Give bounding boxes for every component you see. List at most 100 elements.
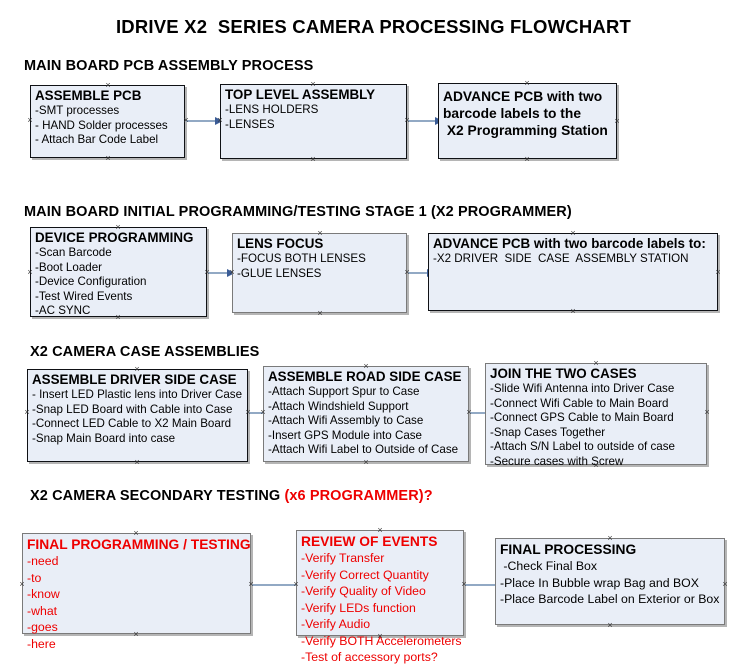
handle-marker[interactable] xyxy=(247,580,256,589)
handle-marker[interactable] xyxy=(316,309,325,318)
node-line: -Verify Correct Quantity xyxy=(301,567,429,582)
node-advance-pcb-programming-station[interactable]: ADVANCE PCB with two barcode labels to t… xyxy=(438,83,617,159)
node-final-processing[interactable]: FINAL PROCESSING -Check Final Box -Place… xyxy=(495,538,725,625)
handle-marker[interactable] xyxy=(376,632,385,641)
handle-marker[interactable] xyxy=(714,268,723,277)
node-line: barcode labels to the xyxy=(443,106,582,121)
node-line: X2 Programming Station xyxy=(443,123,608,138)
handle-marker[interactable] xyxy=(309,155,318,164)
node-title: ASSEMBLE DRIVER SIDE CASE xyxy=(32,372,237,387)
node-line: -Check Final Box xyxy=(500,559,598,573)
handle-marker[interactable] xyxy=(569,307,578,316)
handle-marker[interactable] xyxy=(523,79,532,88)
node-line: -X2 DRIVER SIDE CASE ASSEMBLY STATION xyxy=(433,252,689,265)
handle-marker[interactable] xyxy=(132,630,141,639)
node-title: ADVANCE PCB with two xyxy=(443,89,603,104)
handle-marker[interactable] xyxy=(26,268,35,277)
handle-marker[interactable] xyxy=(613,117,622,126)
node-line: -Attach Wifi Label to Outside of Case xyxy=(268,443,459,457)
handle-marker[interactable] xyxy=(376,526,385,535)
handle-marker[interactable] xyxy=(362,362,371,371)
node-line: -Test Wired Events xyxy=(35,289,133,303)
handle-marker[interactable] xyxy=(403,116,412,125)
node-line: -AC SYNC xyxy=(35,304,91,318)
node-line: -Attach Windshield Support xyxy=(268,399,409,413)
node-title: ADVANCE PCB with two barcode labels to: xyxy=(433,236,706,251)
handle-marker[interactable] xyxy=(182,116,191,125)
handle-marker[interactable] xyxy=(203,268,212,277)
node-title: REVIEW OF EVENTS xyxy=(301,534,438,549)
node-line: -Verify LEDs function xyxy=(301,600,416,615)
node-assemble-pcb[interactable]: ASSEMBLE PCB -SMT processes - HAND Solde… xyxy=(30,85,185,158)
handle-marker[interactable] xyxy=(104,154,113,163)
node-device-programming[interactable]: DEVICE PROGRAMMING -Scan Barcode -Boot L… xyxy=(30,227,207,317)
connector-arrow xyxy=(408,117,443,125)
node-line: -here xyxy=(27,636,56,651)
node-title: TOP LEVEL ASSEMBLY xyxy=(225,87,376,102)
node-line: -Attach Wifi Assembly to Case xyxy=(268,414,424,428)
handle-marker[interactable] xyxy=(592,461,601,470)
handle-marker[interactable] xyxy=(403,268,412,277)
handle-marker[interactable] xyxy=(721,580,730,589)
node-title: FINAL PROCESSING xyxy=(500,542,637,557)
handle-marker[interactable] xyxy=(216,116,225,125)
node-assemble-driver-side-case[interactable]: ASSEMBLE DRIVER SIDE CASE - Insert LED P… xyxy=(27,369,248,462)
handle-marker[interactable] xyxy=(460,580,469,589)
node-line: -Scan Barcode xyxy=(35,246,112,259)
handle-marker[interactable] xyxy=(26,116,35,125)
handle-marker[interactable] xyxy=(228,268,237,277)
handle-marker[interactable] xyxy=(114,313,123,322)
page-title: IDRIVE X2 SERIES CAMERA PROCESSING FLOWC… xyxy=(115,16,632,37)
node-title: ASSEMBLE ROAD SIDE CASE xyxy=(268,369,462,384)
handle-marker[interactable] xyxy=(465,408,474,417)
handle-marker[interactable] xyxy=(114,223,123,232)
handle-marker[interactable] xyxy=(259,408,268,417)
section-heading-4: X2 CAMERA SECONDARY TESTING (x6 PROGRAMM… xyxy=(30,488,433,504)
node-title: FINAL PROGRAMMING / TESTING xyxy=(27,537,251,552)
handle-marker[interactable] xyxy=(244,408,253,417)
handle-marker[interactable] xyxy=(23,408,32,417)
node-join-the-two-cases[interactable]: JOIN THE TWO CASES -Slide Wifi Antenna i… xyxy=(485,363,707,468)
handle-marker[interactable] xyxy=(703,408,712,417)
node-line: -Verify Quality of Video xyxy=(301,584,426,598)
handle-marker[interactable] xyxy=(292,580,301,589)
handle-marker[interactable] xyxy=(104,81,113,90)
handle-marker[interactable] xyxy=(18,580,27,589)
handle-marker[interactable] xyxy=(309,80,318,89)
node-line: -Verify Audio xyxy=(301,617,371,631)
handle-marker[interactable] xyxy=(569,229,578,238)
node-line: - HAND Solder processes xyxy=(35,118,168,132)
node-title: LENS FOCUS xyxy=(237,236,324,251)
node-line: -Secure cases with Screw xyxy=(490,454,624,468)
connector-arrow xyxy=(186,117,223,125)
node-line: -Connect GPS Cable to Main Board xyxy=(490,411,674,425)
node-line: -Snap LED Board with Cable into Case xyxy=(32,402,233,416)
handle-marker[interactable] xyxy=(606,621,615,630)
node-line: -Boot Loader xyxy=(35,260,103,274)
handle-marker[interactable] xyxy=(316,229,325,238)
handle-marker[interactable] xyxy=(133,458,142,467)
handle-marker[interactable] xyxy=(592,359,601,368)
node-line: -Verify BOTH Accelerometers xyxy=(301,633,462,648)
handle-marker[interactable] xyxy=(362,458,371,467)
node-assemble-road-side-case[interactable]: ASSEMBLE ROAD SIDE CASE -Attach Support … xyxy=(263,366,469,462)
node-advance-pcb-driver-side-station[interactable]: ADVANCE PCB with two barcode labels to: … xyxy=(428,233,718,311)
handle-marker[interactable] xyxy=(133,365,142,374)
node-final-programming-testing[interactable]: FINAL PROGRAMMING / TESTING -need -to -k… xyxy=(22,533,251,651)
node-top-level-assembly[interactable]: TOP LEVEL ASSEMBLY -LENS HOLDERS -LENSES xyxy=(220,84,407,159)
handle-marker[interactable] xyxy=(606,534,615,543)
node-line: -Insert GPS Module into Case xyxy=(268,428,423,442)
section-heading-2: MAIN BOARD INITIAL PROGRAMMING/TESTING S… xyxy=(24,204,572,220)
section-heading-4-text: X2 CAMERA SECONDARY TESTING xyxy=(30,488,285,504)
handle-marker[interactable] xyxy=(523,155,532,164)
node-line: -need xyxy=(27,554,59,568)
node-review-of-events[interactable]: REVIEW OF EVENTS -Verify Transfer -Verif… xyxy=(296,530,464,664)
node-line: -to xyxy=(27,570,42,585)
node-title: JOIN THE TWO CASES xyxy=(490,366,637,381)
node-lens-focus[interactable]: LENS FOCUS -FOCUS BOTH LENSES -GLUE LENS… xyxy=(232,233,407,313)
handle-marker[interactable] xyxy=(132,529,141,538)
node-line: -Attach Support Spur to Case xyxy=(268,385,420,398)
node-line-overflow: -Test of accessory ports? xyxy=(301,650,438,664)
node-line: -FOCUS BOTH LENSES xyxy=(237,252,366,265)
